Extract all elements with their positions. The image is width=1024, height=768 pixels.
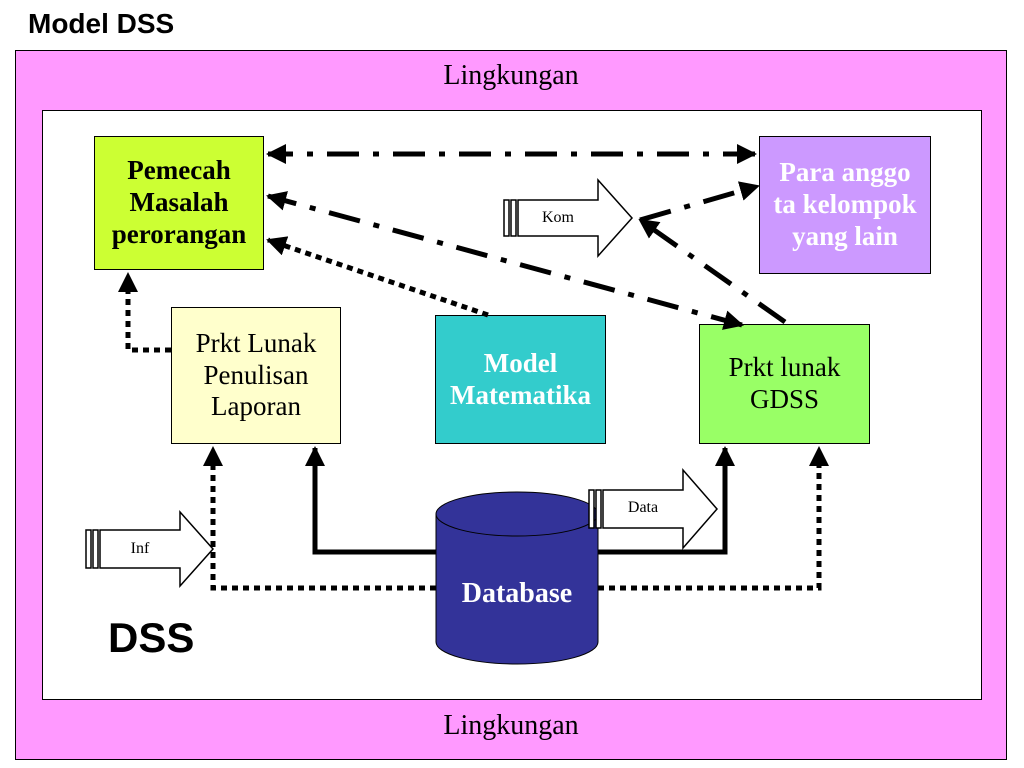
- connector-report-to-problem: [118, 272, 171, 353]
- kom-label: Kom: [542, 209, 574, 226]
- gdss-software-box: Prkt lunak GDSS: [699, 324, 870, 444]
- data-label: Data: [627, 499, 659, 516]
- database-label: Database: [461, 578, 573, 609]
- database-cylinder: [435, 491, 599, 665]
- math-model-label: Model Matematika: [450, 347, 591, 410]
- environment-label-top: Lingkungan: [443, 60, 579, 91]
- environment-label-bottom: Lingkungan: [443, 710, 579, 741]
- dss-label: DSS: [108, 614, 195, 661]
- connector-database-to-gdss: [598, 446, 735, 555]
- kom-input-arrow: [503, 178, 634, 258]
- slide-title: Model DSS: [28, 8, 175, 39]
- problem-solver-box: Pemecah Masalah perorangan: [94, 136, 264, 270]
- database-top: [435, 491, 599, 537]
- connector-database-to-gdss-dotted: [598, 446, 829, 591]
- connector-database-to-report-dotted: [203, 446, 436, 591]
- inf-label: Inf: [130, 540, 150, 557]
- connector-gdss-to-problem: [266, 191, 744, 330]
- inf-input-arrow: [85, 510, 215, 588]
- database-body: [435, 513, 599, 665]
- gdss-software-label: Prkt lunak GDSS: [728, 352, 841, 414]
- data-input-arrow: [588, 467, 718, 551]
- group-members-box: Para anggo ta kelompok yang lain: [759, 136, 931, 274]
- group-members-label: Para anggo ta kelompok yang lain: [773, 157, 917, 251]
- connector-database-to-report: [305, 446, 436, 555]
- report-software-label: Prkt Lunak Penulisan Laporan: [195, 327, 317, 422]
- connector-kom-to-group: [639, 181, 760, 223]
- problem-solver-label: Pemecah Masalah perorangan: [111, 155, 247, 249]
- connector-gdss-to-kom: [638, 217, 787, 325]
- connector-model-to-problem: [266, 236, 489, 318]
- math-model-box: Model Matematika: [435, 315, 606, 444]
